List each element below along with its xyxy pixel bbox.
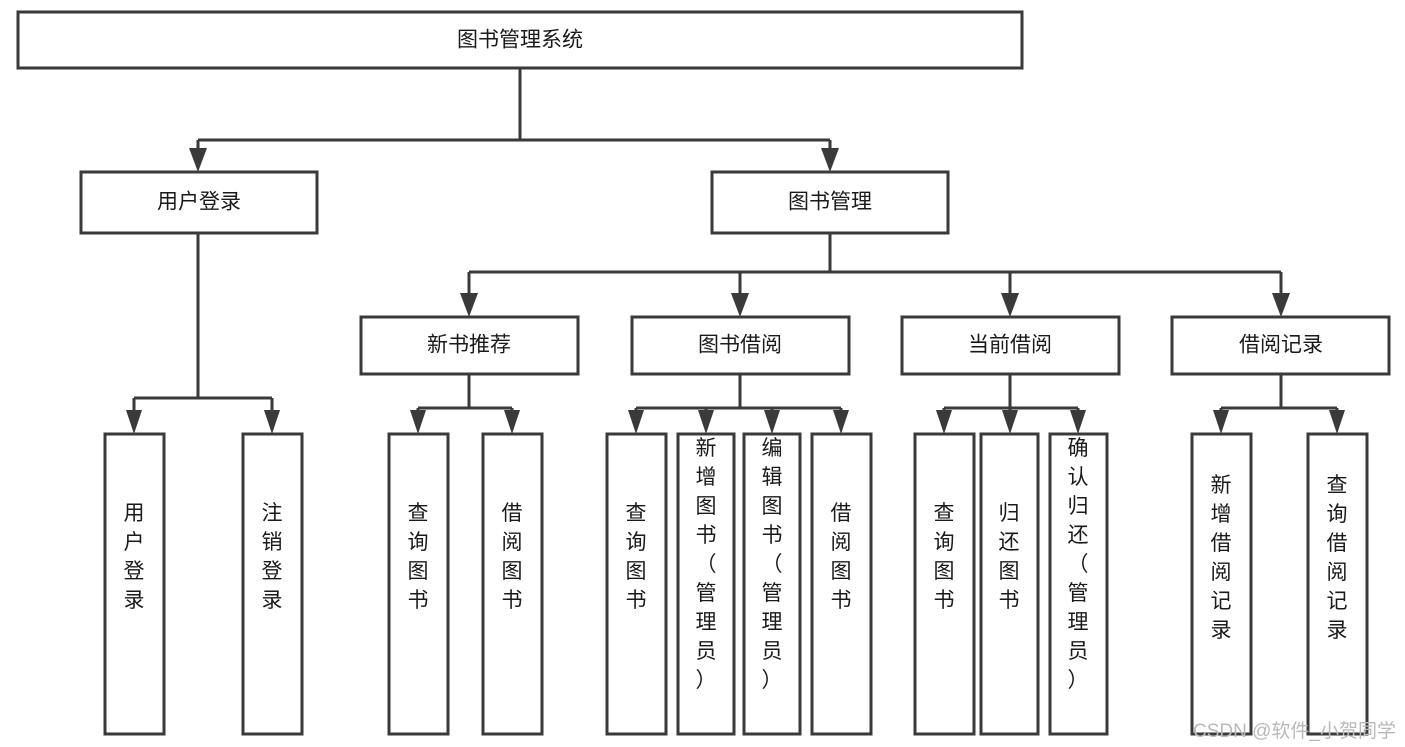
arrow-to-leaf-borrow-books-recommend — [504, 410, 520, 434]
node-book-borrow-box[interactable] — [630, 315, 851, 376]
arrow-root-to-user-login — [189, 148, 207, 172]
leaf-node[interactable]: 查询借阅记录 — [1306, 432, 1369, 736]
leaf-user-login-label: 用户登录 — [124, 502, 145, 612]
arrow-to-book-borrow — [731, 293, 749, 317]
arrow-to-leaf-edit-book-admin — [764, 410, 780, 434]
leaf-add-book-admin-label: 新增图书（管理员） — [696, 437, 717, 692]
node-book-borrow-label: 图书借阅 — [698, 334, 782, 357]
leaf-edit-book-admin-box[interactable] — [742, 432, 802, 736]
arrow-to-leaf-logout-login — [264, 410, 280, 434]
leaf-node[interactable]: 借阅图书 — [810, 432, 873, 736]
leaf-node[interactable]: 查询图书 — [605, 432, 668, 736]
arrow-to-leaf-query-books-borrow — [628, 410, 644, 434]
node-user-login[interactable]: 用户登录 — [79, 170, 319, 235]
leaf-query-books-recommend-label: 查询图书 — [408, 502, 429, 612]
node-borrow-records-label: 借阅记录 — [1239, 334, 1323, 357]
arrow-to-leaf-user-login — [126, 410, 142, 434]
node-book-management-label: 图书管理 — [788, 191, 872, 214]
arrow-to-leaf-query-borrow-record — [1329, 410, 1345, 434]
arrow-to-leaf-query-books-recommend — [410, 410, 426, 434]
connector-recommend-to-leaves — [416, 374, 514, 420]
connector-borrowrecords-to-leaves — [1219, 374, 1339, 420]
leaf-logout-login-box[interactable] — [241, 432, 304, 736]
leaf-node[interactable]: 新增图书（管理员） — [676, 432, 736, 736]
leaf-query-books-recommend-box[interactable] — [387, 432, 450, 736]
node-current-borrow-box[interactable] — [900, 315, 1121, 376]
arrow-to-leaf-confirm-return-admin — [1070, 410, 1086, 434]
node-book-management[interactable]: 图书管理 — [710, 170, 950, 235]
arrow-to-leaf-borrow-books-borrow — [833, 410, 849, 434]
node-borrow-records-box[interactable] — [1170, 315, 1391, 376]
arrow-to-leaf-return-books — [1002, 410, 1018, 434]
leaf-borrow-books-recommend-label: 借阅图书 — [502, 502, 523, 612]
node-current-borrow-label: 当前借阅 — [968, 334, 1052, 357]
leaf-node[interactable]: 用户登录 — [103, 432, 166, 736]
node-new-book-recommend-box[interactable] — [359, 315, 580, 376]
connector-layer — [126, 68, 1345, 434]
leaf-node[interactable]: 查询图书 — [387, 432, 450, 736]
arrow-to-new-book-recommend — [460, 293, 478, 317]
arrow-to-current-borrow — [1001, 293, 1019, 317]
node-user-login-box[interactable] — [79, 170, 319, 235]
leaf-confirm-return-admin-label: 确认归还（管理员） — [1068, 437, 1089, 692]
csdn-watermark: CSDN @软件_小贺同学 — [1193, 720, 1396, 742]
leaf-confirm-return-admin-box[interactable] — [1048, 432, 1109, 736]
leaf-borrow-books-recommend-box[interactable] — [481, 432, 544, 736]
leaf-return-books-label: 归还图书 — [999, 502, 1020, 612]
leaf-logout-login-label: 注销登录 — [262, 502, 283, 612]
connector-userlogin-to-leaves — [132, 233, 274, 420]
arrow-to-leaf-query-books-current — [936, 410, 952, 434]
leaf-borrow-books-borrow-box[interactable] — [810, 432, 873, 736]
node-new-book-recommend[interactable]: 新书推荐 — [359, 315, 580, 376]
leaf-add-borrow-record-label: 新增借阅记录 — [1211, 474, 1232, 642]
leaf-add-book-admin-box[interactable] — [676, 432, 736, 736]
leaf-query-borrow-record-label: 查询借阅记录 — [1327, 474, 1348, 642]
connector-bookborrow-to-leaves — [634, 374, 843, 420]
leaf-return-books-box[interactable] — [979, 432, 1040, 736]
node-root-box[interactable] — [16, 10, 1024, 70]
node-root[interactable]: 图书管理系统 — [16, 10, 1024, 70]
leaf-node[interactable]: 编辑图书（管理员） — [742, 432, 802, 736]
leaf-node[interactable]: 查询图书 — [913, 432, 976, 736]
leaf-query-books-current-label: 查询图书 — [934, 502, 955, 612]
leaf-edit-book-admin-label: 编辑图书（管理员） — [762, 437, 783, 692]
leaf-node[interactable]: 新增借阅记录 — [1190, 432, 1253, 736]
node-borrow-records[interactable]: 借阅记录 — [1170, 315, 1391, 376]
arrow-root-to-book-management — [821, 148, 839, 172]
leaf-user-login-box[interactable] — [103, 432, 166, 736]
connector-root-to-level2 — [196, 68, 832, 158]
leaf-borrow-books-borrow-label: 借阅图书 — [831, 502, 852, 612]
connector-bookmgmt-to-level3 — [467, 233, 1283, 303]
arrow-to-leaf-add-book-admin — [698, 410, 714, 434]
leaf-query-books-current-box[interactable] — [913, 432, 976, 736]
leaf-query-books-borrow-box[interactable] — [605, 432, 668, 736]
leaf-node[interactable]: 确认归还（管理员） — [1048, 432, 1109, 736]
leaf-node[interactable]: 注销登录 — [241, 432, 304, 736]
node-current-borrow[interactable]: 当前借阅 — [900, 315, 1121, 376]
node-book-borrow[interactable]: 图书借阅 — [630, 315, 851, 376]
leaf-add-borrow-record-box[interactable] — [1190, 432, 1253, 736]
node-new-book-recommend-label: 新书推荐 — [427, 334, 511, 357]
leaf-node[interactable]: 借阅图书 — [481, 432, 544, 736]
leaf-query-books-borrow-label: 查询图书 — [626, 502, 647, 612]
leaf-query-borrow-record-box[interactable] — [1306, 432, 1369, 736]
node-root-label: 图书管理系统 — [457, 29, 583, 52]
arrow-to-leaf-add-borrow-record — [1213, 410, 1229, 434]
leaf-node[interactable]: 归还图书 — [979, 432, 1040, 736]
node-user-login-label: 用户登录 — [157, 191, 241, 214]
arrow-to-borrow-records — [1272, 293, 1290, 317]
node-book-management-box[interactable] — [710, 170, 950, 235]
